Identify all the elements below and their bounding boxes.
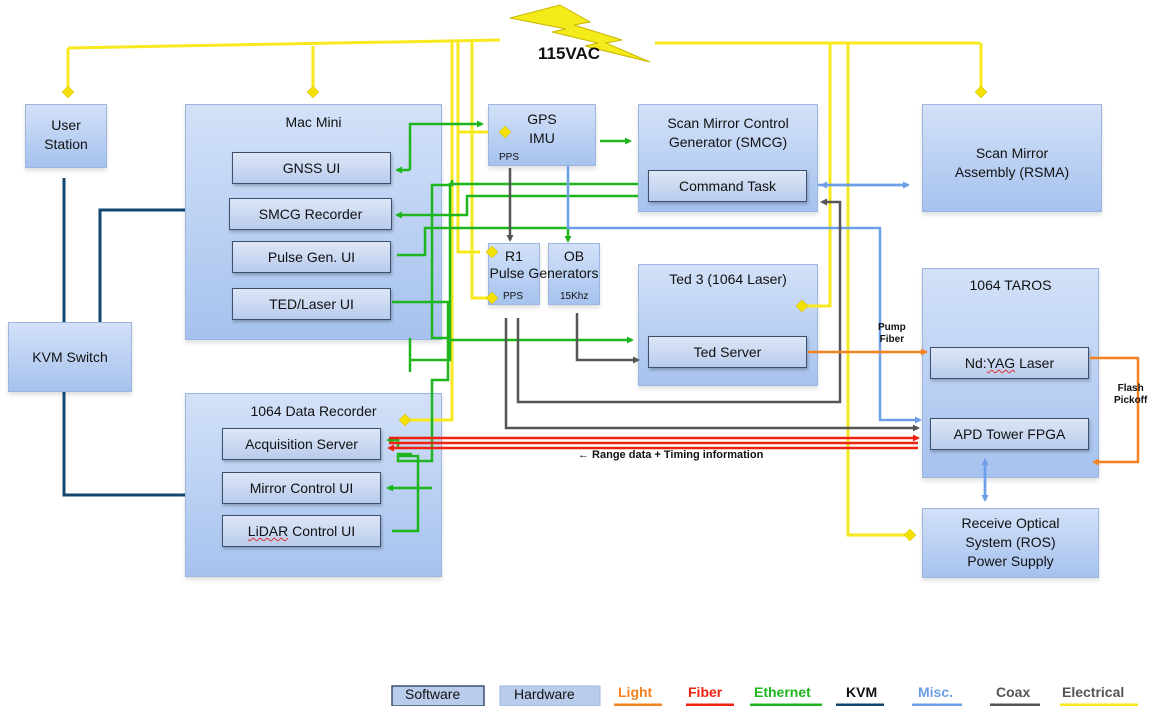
ros-label: Receive Optical System (ROS) Power Suppl… — [961, 515, 1060, 569]
acquisition-server-label: Acquisition Server — [245, 436, 358, 452]
electrical-lines — [66, 38, 983, 537]
gps-pps-label: PPS — [499, 152, 520, 163]
ted-laser-ui-box: TED/Laser UI — [232, 288, 391, 320]
rsma-label: Scan Mirror Assembly (RSMA) — [954, 145, 1070, 180]
legend-swatches — [391, 685, 1138, 706]
mirror-control-ui-box: Mirror Control UI — [222, 472, 381, 504]
legend-electrical: Electrical — [1062, 684, 1125, 700]
rsma-box — [922, 104, 1102, 212]
taros-label: 1064 TAROS — [969, 277, 1052, 293]
legend-light: Light — [618, 684, 653, 700]
legend-coax: Coax — [996, 684, 1031, 700]
gnss-ui-label: GNSS UI — [282, 160, 341, 176]
pump-fiber-label: Pump Fiber — [878, 322, 906, 345]
legend-kvm: KVM — [846, 684, 878, 700]
legend-fiber: Fiber — [688, 684, 723, 700]
ted-laser-ui-label: TED/Laser UI — [269, 296, 354, 312]
acquisition-server-box: Acquisition Server — [222, 428, 381, 460]
misc-lines — [566, 166, 989, 502]
lidar-control-ui-label: LiDAR Control UI — [247, 523, 356, 539]
ob-label: OB — [563, 248, 585, 264]
ted3-label: Ted 3 (1064 Laser) — [669, 271, 787, 287]
mac-mini-label: Mac Mini — [285, 114, 342, 130]
legend-software: Software — [405, 686, 461, 702]
range-data-label: ← Range data + Timing information — [578, 449, 764, 461]
smcg-recorder-label: SMCG Recorder — [258, 206, 363, 222]
ob-15khz-label: 15Khz — [560, 291, 589, 302]
pulse-gen-ui-label: Pulse Gen. UI — [267, 249, 356, 265]
command-task-label: Command Task — [678, 178, 776, 194]
apd-tower-box: APD Tower FPGA — [930, 418, 1089, 450]
ted-server-box: Ted Server — [648, 336, 807, 368]
ted-server-label: Ted Server — [693, 344, 762, 360]
lidar-control-ui-box: LiDAR Control UI — [222, 515, 381, 547]
user-station-label: User Station — [44, 117, 88, 152]
light-lines — [808, 348, 1140, 466]
user-station-box — [25, 104, 107, 168]
gps-imu-label: GPS IMU — [527, 111, 557, 146]
legend-ethernet: Ethernet — [754, 684, 811, 700]
flash-pickoff-label: Flash Pickoff — [1114, 383, 1148, 406]
kvm-lines — [62, 178, 185, 497]
r1-pps-label: PPS — [503, 291, 524, 302]
smcg-recorder-box: SMCG Recorder — [229, 198, 392, 230]
electrical-diamonds — [61, 85, 988, 542]
legend-misc: Misc. — [918, 684, 954, 700]
kvm-switch-label: KVM Switch — [32, 349, 108, 365]
fiber-lines — [387, 434, 920, 452]
mirror-control-ui-label: Mirror Control UI — [249, 480, 354, 496]
ethernet-lines — [386, 120, 638, 533]
ndyag-laser-box: Nd:YAG Laser — [930, 347, 1089, 379]
pulse-generators-label: Pulse Generators — [489, 265, 599, 281]
coax-lines — [504, 168, 920, 432]
gnss-ui-box: GNSS UI — [232, 152, 391, 184]
lightning-bolt-icon — [509, 4, 651, 63]
smcg-label: Scan Mirror Control Generator (SMCG) — [667, 115, 789, 150]
command-task-box: Command Task — [648, 170, 807, 202]
data-recorder-label: 1064 Data Recorder — [250, 403, 377, 419]
ros-box — [922, 508, 1099, 578]
r1-label: R1 — [505, 248, 523, 264]
ob-pulse-box — [548, 243, 600, 305]
kvm-switch-box — [8, 322, 132, 392]
legend-hardware: Hardware — [514, 686, 575, 702]
apd-tower-label: APD Tower FPGA — [953, 426, 1066, 442]
ndyag-laser-label: Nd:YAG Laser — [964, 355, 1055, 371]
pulse-gen-ui-box: Pulse Gen. UI — [232, 241, 391, 273]
power-label: 115VAC — [538, 44, 601, 63]
